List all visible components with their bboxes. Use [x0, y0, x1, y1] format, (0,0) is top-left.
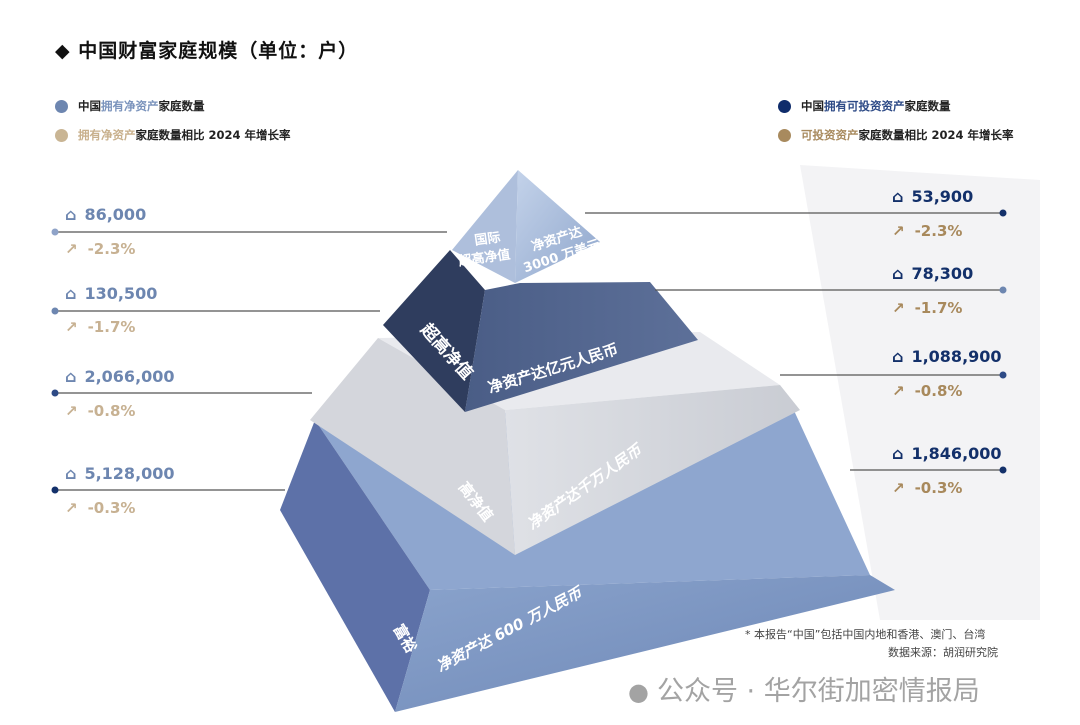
house-money-icon: ⌂: [65, 464, 77, 483]
value: -2.3%: [914, 222, 963, 240]
source-note: 数据来源：胡润研究院: [888, 646, 998, 659]
leader-lines: [55, 212, 1003, 491]
tier-gray-front: [505, 385, 800, 555]
trend-up-icon: ↗: [892, 222, 905, 240]
title-text: 中国财富家庭规模（单位：户）: [78, 40, 359, 62]
legend-part: 拥有净资产: [101, 99, 159, 113]
watermark-text: 公众号 · 华尔街加密情报局: [656, 676, 980, 707]
tier-dark-front: [465, 282, 698, 412]
legend-part: 拥有可投资资产: [824, 99, 905, 113]
trend-up-icon: ↗: [892, 382, 905, 400]
house-money-icon: ⌂: [892, 264, 904, 283]
legend-part: 可投资资产: [801, 128, 859, 142]
investable-count-tier-3: ⌂ 1,088,900: [892, 347, 1002, 366]
house-money-icon: ⌂: [65, 367, 77, 386]
legend-text: 中国拥有净资产家庭数量: [78, 98, 205, 114]
value: 5,128,000: [84, 464, 175, 483]
tier-base-side: [280, 420, 430, 712]
background-panel: [800, 165, 1040, 620]
scope-note: * 本报告“中国”包括中国内地和香港、澳门、台湾: [745, 628, 986, 641]
value: -0.3%: [914, 479, 963, 497]
legend-net-assets-growth: 拥有净资产家庭数量相比 2024 年增长率: [55, 127, 291, 143]
tier-base-front: [395, 575, 895, 712]
value: -2.3%: [87, 240, 136, 258]
net-assets-count-tier-4: ⌂ 5,128,000: [65, 464, 175, 483]
value: -0.8%: [87, 402, 136, 420]
house-money-icon: ⌂: [892, 444, 904, 463]
value: -1.7%: [87, 318, 136, 336]
investable-count-tier-4: ⌂ 1,846,000: [892, 444, 1002, 463]
legend-part: 家庭数量相比 2024 年增长率: [858, 128, 1014, 142]
legend-dot: [55, 128, 68, 142]
house-money-icon: ⌂: [65, 284, 77, 303]
house-money-icon: ⌂: [892, 347, 904, 366]
tier-top-left: [452, 170, 518, 283]
legend-part: 家庭数量相比 2024 年增长率: [135, 128, 291, 142]
legend-investable-growth: 可投资资产家庭数量相比 2024 年增长率: [778, 127, 1014, 143]
trend-up-icon: ↗: [892, 479, 905, 497]
page-title: ◆ 中国财富家庭规模（单位：户）: [55, 40, 359, 62]
value: 2,066,000: [84, 367, 175, 386]
tier-top-right: [515, 170, 600, 283]
value: 53,900: [911, 187, 974, 206]
investable-count-tier-2: ⌂ 78,300: [892, 264, 973, 283]
value: 78,300: [911, 264, 974, 283]
value: 130,500: [84, 284, 158, 303]
legend-part: 中国: [801, 99, 824, 113]
investable-growth-tier-3: ↗ -0.8%: [892, 382, 962, 400]
legend-part: 拥有净资产: [78, 128, 136, 142]
trend-up-icon: ↗: [65, 318, 78, 336]
value: -1.7%: [914, 299, 963, 317]
house-money-icon: ⌂: [65, 205, 77, 224]
tier-1-name: 国际: [474, 230, 502, 248]
legend-dot: [778, 128, 791, 142]
net-assets-count-tier-3: ⌂ 2,066,000: [65, 367, 175, 386]
value: -0.3%: [87, 499, 136, 517]
net-assets-growth-tier-4: ↗ -0.3%: [65, 499, 135, 517]
legend-part: 中国: [78, 99, 101, 113]
legend-text: 可投资资产家庭数量相比 2024 年增长率: [801, 127, 1014, 143]
legend-text: 中国拥有可投资资产家庭数量: [801, 98, 951, 114]
legend-dot: [55, 99, 68, 113]
tier-dark-side: [383, 250, 485, 412]
trend-up-icon: ↗: [65, 402, 78, 420]
net-assets-count-tier-2: ⌂ 130,500: [65, 284, 157, 303]
value: 86,000: [84, 205, 147, 224]
tier-1-name: 超高净值: [458, 246, 512, 269]
watermark: ●公众号 · 华尔街加密情报局: [628, 676, 980, 708]
legend-dot: [778, 99, 791, 113]
investable-growth-tier-2: ↗ -1.7%: [892, 299, 962, 317]
legend-net-assets-count: 中国拥有净资产家庭数量: [55, 98, 205, 114]
wechat-icon: ●: [628, 678, 649, 706]
value: -0.8%: [914, 382, 963, 400]
net-assets-growth-tier-3: ↗ -0.8%: [65, 402, 135, 420]
value: 1,846,000: [911, 444, 1002, 463]
net-assets-growth-tier-1: ↗ -2.3%: [65, 240, 135, 258]
investable-growth-tier-4: ↗ -0.3%: [892, 479, 962, 497]
legend-text: 拥有净资产家庭数量相比 2024 年增长率: [78, 127, 291, 143]
investable-count-tier-1: ⌂ 53,900: [892, 187, 973, 206]
investable-growth-tier-1: ↗ -2.3%: [892, 222, 962, 240]
net-assets-growth-tier-2: ↗ -1.7%: [65, 318, 135, 336]
value: 1,088,900: [911, 347, 1002, 366]
net-assets-count-tier-1: ⌂ 86,000: [65, 205, 146, 224]
house-money-icon: ⌂: [892, 187, 904, 206]
trend-up-icon: ↗: [65, 240, 78, 258]
legend-part: 家庭数量: [904, 99, 951, 113]
trend-up-icon: ↗: [892, 299, 905, 317]
legend-investable-count: 中国拥有可投资资产家庭数量: [778, 98, 951, 114]
legend-part: 家庭数量: [158, 99, 205, 113]
trend-up-icon: ↗: [65, 499, 78, 517]
